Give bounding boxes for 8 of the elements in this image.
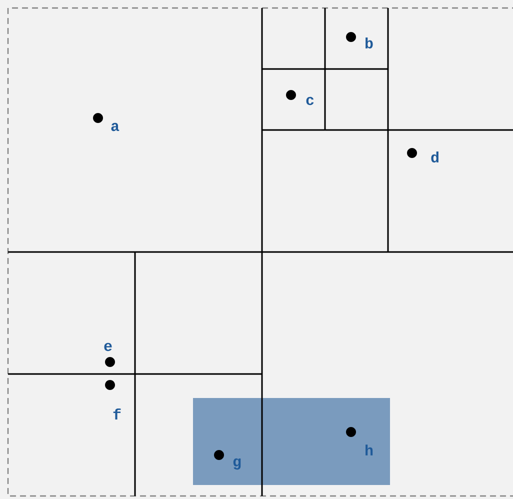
point-label: f [113,408,121,420]
point-label: h [366,444,373,456]
point-label: b [366,38,373,48]
point-label: a [111,122,120,132]
point-label: c [306,96,314,106]
point-label: d [431,152,438,162]
point-label: e [104,342,112,352]
point-label: g [233,458,241,470]
